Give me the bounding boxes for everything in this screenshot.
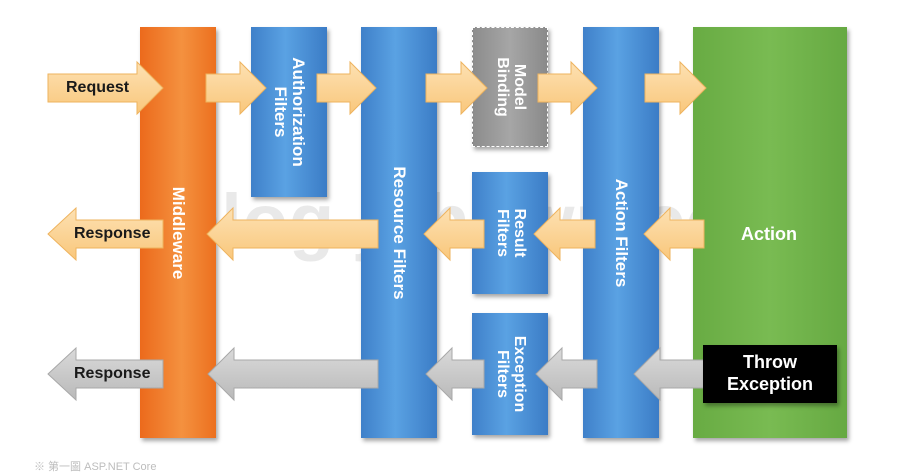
arrow-action-filters-to-result	[533, 206, 596, 262]
authorization-filters-box: Authorization Filters	[251, 27, 327, 197]
arrow-action-filters-to-exception-filters	[535, 346, 598, 402]
arrow-action-to-action-filters	[643, 206, 705, 262]
exception-response-arrow	[47, 346, 164, 402]
response-arrow	[47, 206, 164, 262]
response-label: Response	[74, 225, 151, 242]
footer-caption: ※ 第一圖 ASP.NET Core	[34, 461, 157, 473]
throw-exception-label: Throw Exception	[726, 352, 814, 394]
arrow-middleware-to-authorization	[205, 60, 267, 116]
request-label: Request	[66, 79, 130, 96]
arrow-model-binding-to-action-filters	[537, 60, 598, 116]
exception-response-label: Response	[74, 365, 151, 382]
arrow-resource-to-middleware	[206, 206, 379, 262]
arrow-resource-to-model-binding	[425, 60, 488, 116]
arrow-action-filters-to-action	[644, 60, 707, 116]
request-arrow	[47, 60, 164, 116]
throw-exception-box: Throw Exception	[703, 345, 837, 403]
action-label: Action	[741, 224, 797, 244]
arrow-authorization-to-resource	[316, 60, 377, 116]
arrow-exception-filters-to-resource	[425, 346, 485, 402]
arrow-resource-to-middleware-exception	[207, 346, 379, 402]
arrow-result-to-resource	[423, 206, 485, 262]
